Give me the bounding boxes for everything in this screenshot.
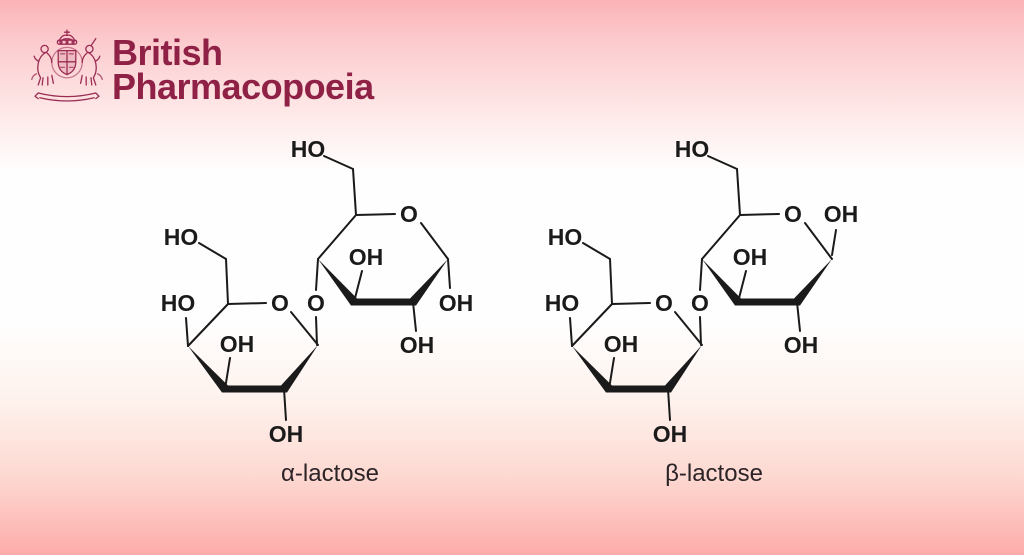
galactose-bold-wedge [188, 345, 318, 393]
atom-label-ring-oxygen: O [400, 201, 418, 227]
beta-lactose-structure: HO HO O O OH OH HO O OH OH OH β-lactose [545, 136, 859, 487]
atom-label-ring-oxygen: O [271, 290, 289, 316]
glucose-bold-wedge [702, 259, 832, 306]
atom-label-glycosidic-oxygen: O [307, 290, 325, 316]
glucose-ring-bonds [699, 155, 833, 332]
atom-label-oh: OH [604, 331, 639, 357]
galactose-ring-bonds [185, 242, 319, 421]
logo-title-line1: British [112, 32, 223, 73]
crest-motto-scroll [34, 92, 100, 102]
royal-coat-of-arms-icon [31, 29, 103, 102]
beta-lactose-caption: β-lactose [665, 460, 763, 487]
alpha-lactose-structure: HO HO O O OH OH HO O OH OH OH α-lactose [161, 136, 474, 487]
atom-labels: HO HO O O OH OH HO O OH OH [161, 136, 435, 447]
beta-anomeric-hydroxyl: OH [824, 201, 859, 256]
atom-label-oh: OH [439, 290, 474, 316]
atom-label-glycosidic-oxygen: O [691, 290, 709, 316]
alpha-lactose-shared-skeleton: HO HO O O OH OH HO O OH OH [161, 136, 449, 447]
atom-labels: HO HO O O OH OH HO O OH OH [545, 136, 819, 447]
atom-label-oh: OH [400, 332, 435, 358]
atom-label-ho: HO [161, 290, 196, 316]
atom-label-ring-oxygen: O [784, 201, 802, 227]
crest-crown [56, 29, 78, 45]
atom-label-oh: OH [269, 421, 304, 447]
atom-label-ring-oxygen: O [655, 290, 673, 316]
glucose-ring-bonds [315, 155, 449, 332]
logo-title-line2: Pharmacopoeia [112, 66, 374, 107]
atom-label-oh: OH [220, 331, 255, 357]
atom-label-oh: OH [824, 201, 859, 227]
galactose-ring-bonds [569, 242, 703, 421]
atom-label-oh: OH [784, 332, 819, 358]
atom-label-ho: HO [675, 136, 710, 162]
atom-label-ho: HO [545, 290, 580, 316]
atom-label-ho: HO [164, 224, 199, 250]
british-pharmacopoeia-logo: British Pharmacopoeia [27, 28, 374, 110]
crest-unicorn-supporter [79, 37, 103, 86]
alpha-anomeric-hydroxyl: OH [439, 258, 474, 316]
logo-wordmark: British Pharmacopoeia [112, 32, 374, 107]
galactose-bold-wedge [572, 345, 702, 393]
crest-lion-supporter [31, 44, 55, 86]
beta-lactose-shared-skeleton: HO HO O O OH OH HO O OH OH [545, 136, 833, 447]
atom-label-oh: OH [653, 421, 688, 447]
atom-label-oh: OH [733, 244, 768, 270]
atom-label-oh: OH [349, 244, 384, 270]
alpha-lactose-caption: α-lactose [281, 460, 379, 487]
atom-label-ho: HO [291, 136, 326, 162]
glucose-bold-wedge [318, 259, 448, 306]
atom-label-ho: HO [548, 224, 583, 250]
